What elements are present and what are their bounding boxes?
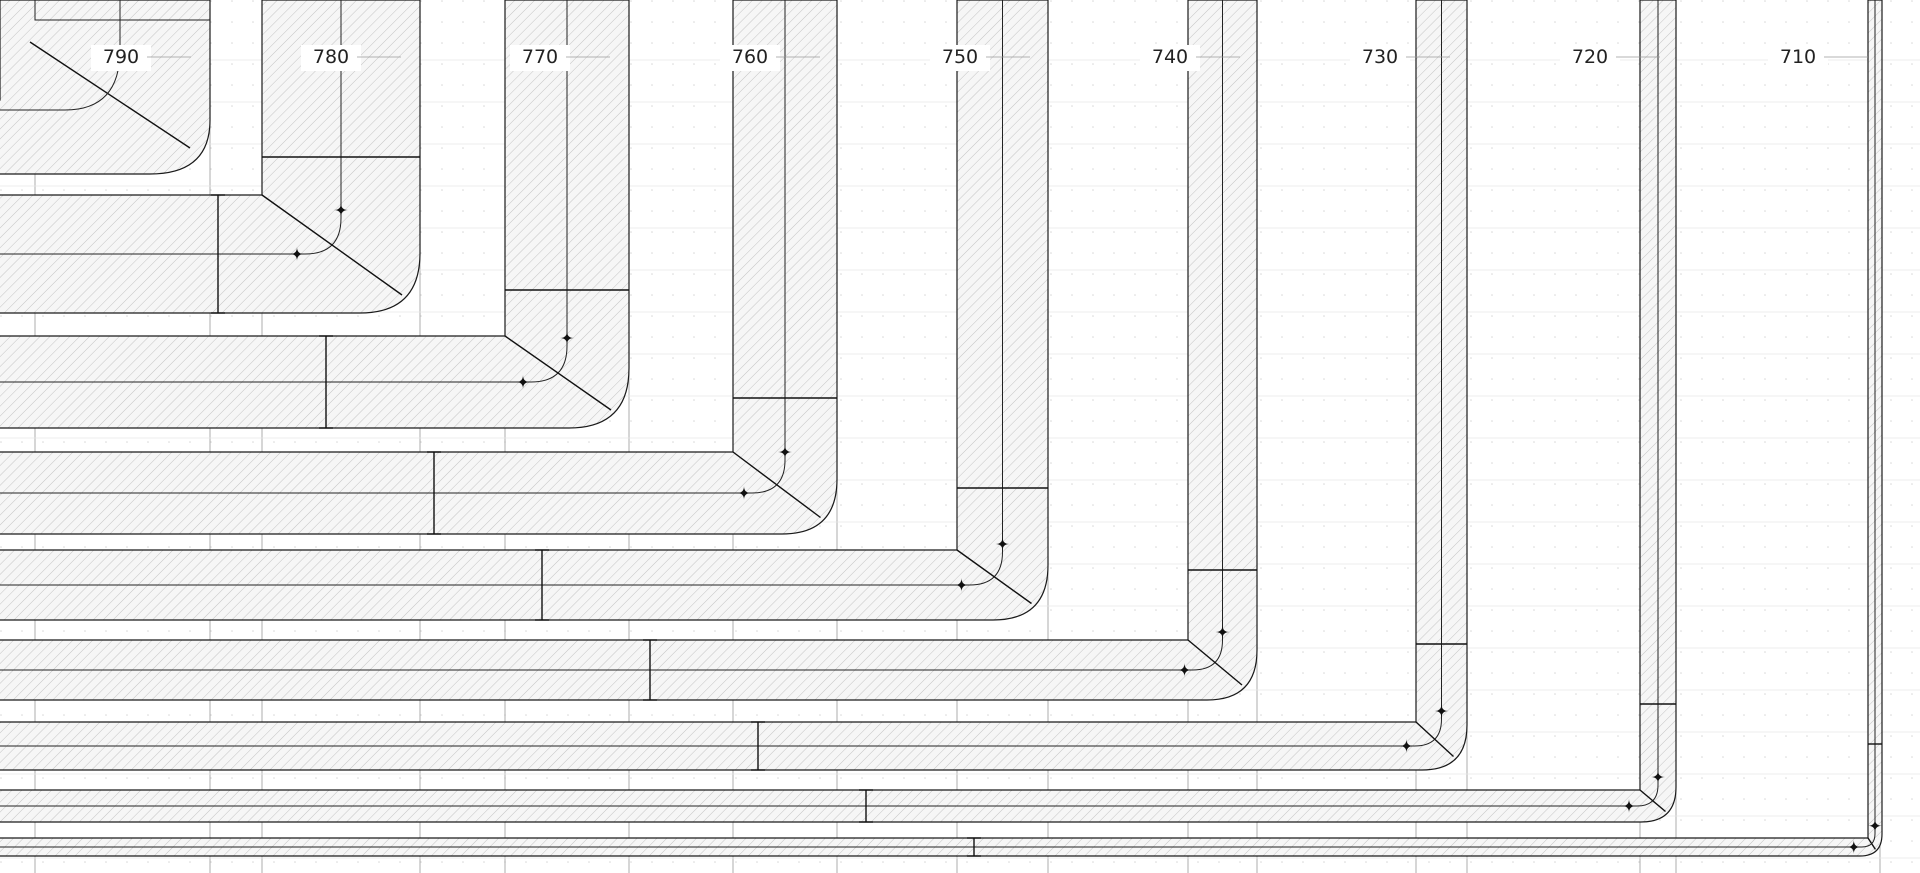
column-label-backdrop bbox=[930, 45, 990, 71]
column-label: 770 bbox=[522, 46, 558, 68]
pipe-elbow bbox=[0, 0, 1258, 701]
column-label: 750 bbox=[942, 46, 978, 68]
node-marker bbox=[560, 331, 574, 345]
column-label-backdrop bbox=[91, 45, 151, 71]
elbow-diagonal bbox=[956, 549, 1032, 605]
pipe-segment bbox=[0, 0, 1468, 771]
column-label-backdrop bbox=[1560, 45, 1620, 71]
elbow-diagonal bbox=[1639, 789, 1666, 813]
node-marker bbox=[516, 375, 530, 389]
column-label-backdrop bbox=[1768, 45, 1828, 71]
node-marker bbox=[995, 537, 1010, 551]
elbow-diagonal bbox=[732, 451, 821, 519]
node-marker bbox=[737, 486, 751, 500]
pipes-layer bbox=[0, 0, 1883, 857]
node-marker bbox=[1177, 663, 1192, 677]
node-marker bbox=[334, 203, 348, 217]
column-label-backdrop bbox=[1350, 45, 1410, 71]
pipe-elbow bbox=[0, 0, 211, 175]
column-label: 790 bbox=[103, 46, 139, 68]
elbow-diagonal bbox=[1867, 837, 1876, 850]
node-marker bbox=[1434, 704, 1449, 718]
elbow-diagonal bbox=[261, 194, 403, 296]
pipe-segment bbox=[0, 0, 1677, 823]
elbow-diagonal bbox=[29, 41, 191, 149]
node-marker bbox=[1868, 818, 1882, 833]
node-marker bbox=[1215, 625, 1230, 639]
column-label: 780 bbox=[313, 46, 349, 68]
column-label-backdrop bbox=[720, 45, 780, 71]
pipe-segment bbox=[0, 0, 630, 429]
elbow-diagonal bbox=[504, 335, 612, 411]
column-label-backdrop bbox=[1140, 45, 1200, 71]
pipe-segment bbox=[0, 0, 1883, 857]
node-marker bbox=[778, 445, 792, 459]
pipe-elbow bbox=[0, 0, 421, 314]
column-label: 710 bbox=[1780, 46, 1816, 68]
pipe-elbow bbox=[0, 0, 1883, 857]
pipe-elbow bbox=[0, 0, 630, 429]
column-label: 740 bbox=[1152, 46, 1188, 68]
pipe-segment bbox=[0, 0, 421, 314]
node-marker bbox=[1399, 739, 1414, 753]
pipe-segment bbox=[0, 0, 211, 175]
node-marker bbox=[290, 247, 304, 261]
column-labels: 790 780 770 760 750 740 730 720 710 bbox=[91, 45, 1868, 71]
pipe-elbow bbox=[0, 0, 1677, 823]
pipe-edge bbox=[34, 0, 210, 21]
column-label: 760 bbox=[732, 46, 768, 68]
column-label-backdrop bbox=[301, 45, 361, 71]
pipe-segment bbox=[0, 0, 1258, 701]
column-label: 720 bbox=[1572, 46, 1608, 68]
pipe-segment bbox=[0, 0, 1049, 621]
node-marker bbox=[1622, 799, 1636, 813]
elbow-diagonal bbox=[1187, 639, 1243, 686]
pipe-elbow bbox=[0, 0, 1049, 621]
pipe-elbow bbox=[0, 0, 1468, 771]
column-label-backdrop bbox=[510, 45, 570, 71]
node-marker bbox=[1651, 770, 1665, 784]
node-marker bbox=[954, 578, 969, 592]
elbow-diagonal bbox=[1415, 721, 1454, 758]
node-marker bbox=[1846, 840, 1861, 854]
column-label: 730 bbox=[1362, 46, 1398, 68]
